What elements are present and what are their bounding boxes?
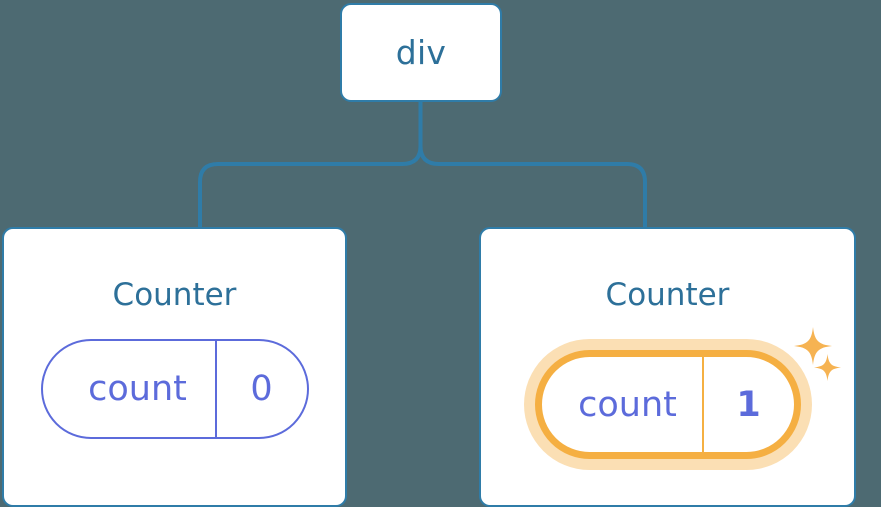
state-pill-right[interactable]: count 1 [534, 350, 801, 459]
state-pill-left[interactable]: count 0 [40, 339, 309, 439]
state-pill-left-wrap: count 0 [40, 339, 309, 439]
node-counter-left-label: Counter [112, 277, 237, 313]
state-value-left: 0 [214, 341, 307, 437]
state-key-left: count [88, 369, 187, 409]
diagram-canvas: div Counter count 0 Counter count 1 [2, 3, 856, 507]
tree-connectors [198, 101, 647, 228]
node-counter-left[interactable]: Counter count 0 [2, 227, 347, 507]
state-value-right: 1 [701, 357, 794, 452]
node-div-label: div [395, 33, 447, 72]
node-div[interactable]: div [340, 3, 502, 102]
state-pill-right-wrap: count 1 [523, 339, 812, 470]
node-counter-right[interactable]: Counter count 1 [479, 227, 856, 507]
state-key-right: count [578, 384, 677, 425]
state-pill-right-glow: count 1 [523, 339, 812, 470]
node-counter-right-label: Counter [605, 277, 730, 313]
